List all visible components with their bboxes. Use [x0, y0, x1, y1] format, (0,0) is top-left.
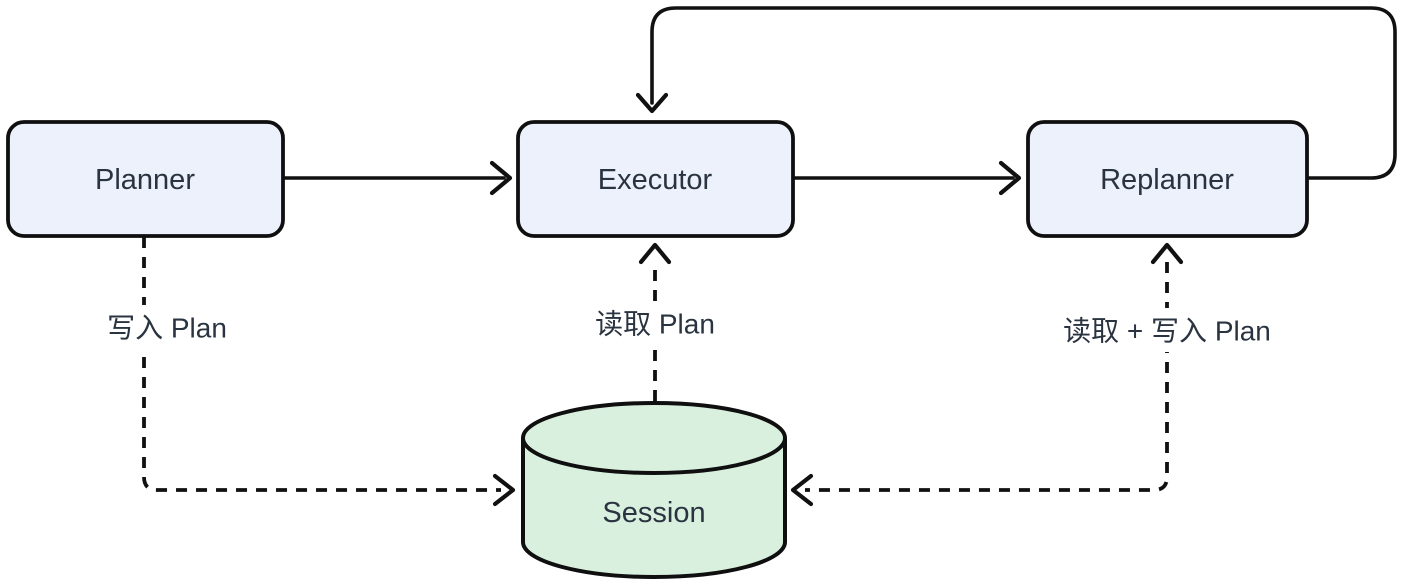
arrowhead-right-icon [492, 473, 516, 507]
edge-replanner-to-executor-loop [635, 6, 1397, 180]
write-plan-label-text: 写入 Plan [107, 313, 227, 344]
arrowhead-up-icon [638, 242, 672, 265]
session-label: Session [602, 497, 705, 529]
edge-executor-to-replanner [792, 160, 1022, 196]
arrowhead-down-icon [635, 92, 669, 114]
arrowhead-right-icon [998, 160, 1022, 196]
node-session: Session [521, 401, 787, 579]
planner-box [6, 120, 285, 238]
read-plan-label-text: 读取 Plan [595, 309, 715, 340]
node-replanner: Replanner [1026, 120, 1309, 238]
write-plan-label-bg [94, 305, 240, 349]
replanner-label: Replanner [1100, 164, 1234, 196]
node-planner: Planner [6, 120, 285, 238]
node-executor: Executor [516, 120, 795, 238]
read-plan-label-bg [582, 301, 728, 345]
edge-label-read-plan: 读取 Plan [582, 301, 728, 345]
edge-label-write-plan: 写入 Plan [94, 305, 240, 349]
edge-planner-to-executor [282, 160, 513, 196]
session-cylinder-top-rim [521, 437, 787, 475]
edge-replanner-session-bidirectional [790, 242, 1184, 507]
session-cylinder-body [521, 401, 787, 579]
planner-label: Planner [95, 164, 195, 196]
edge-label-read-write-plan: 读取 + 写入 Plan [1053, 308, 1281, 352]
edge-replanner-to-session-line [805, 262, 1169, 492]
read-write-plan-label-bg [1053, 308, 1281, 352]
arrowhead-left-icon [790, 473, 814, 507]
replanner-box [1026, 120, 1309, 238]
executor-label: Executor [598, 164, 713, 196]
arrowhead-right-icon [489, 160, 513, 196]
read-write-plan-label-text: 读取 + 写入 Plan [1063, 316, 1271, 347]
edge-planner-to-session-line [142, 237, 501, 492]
executor-box [516, 120, 795, 238]
arrowhead-up-icon [1150, 242, 1184, 265]
edge-planner-to-session [142, 237, 516, 507]
edge-replanner-loop-line [650, 6, 1397, 180]
